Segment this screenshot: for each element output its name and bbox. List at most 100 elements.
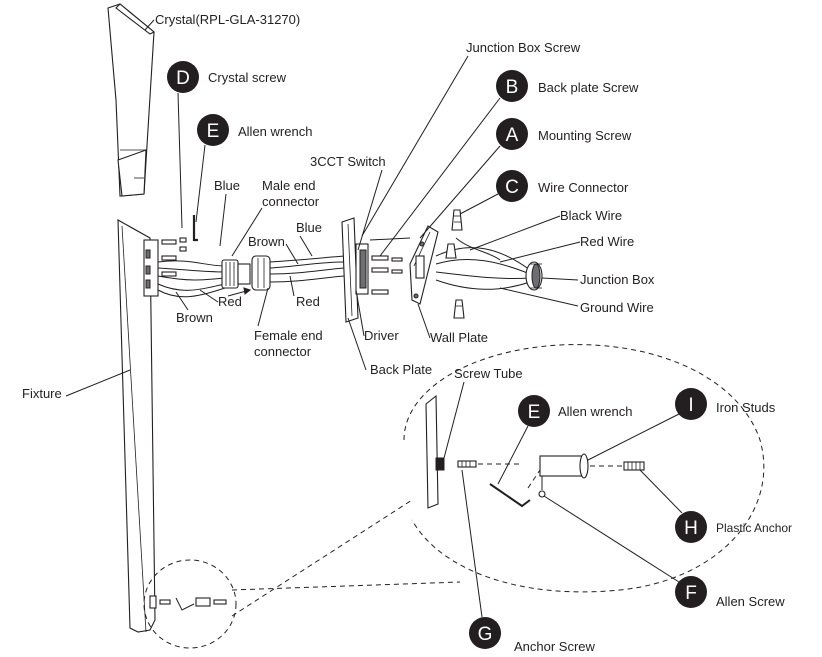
- driver-leader: [355, 289, 365, 337]
- fixture-label: Fixture: [22, 386, 62, 401]
- wall-plate: [409, 225, 439, 305]
- blue-top-label: Blue: [214, 178, 240, 193]
- detail-wall-section: [425, 394, 445, 509]
- anchor-screw-leader: [461, 469, 483, 618]
- svg-text:F: F: [685, 583, 697, 604]
- iron-studs-leader: [587, 413, 680, 461]
- allen-wrench-detail-label: Allen wrench: [558, 404, 632, 419]
- badge-e-top: E: [197, 114, 229, 146]
- iron-studs-part: [538, 453, 622, 498]
- junction-box: [525, 261, 543, 291]
- connector-wires: [269, 255, 345, 283]
- wire-connector-label: Wire Connector: [538, 180, 629, 195]
- ground-wire-label: Ground Wire: [580, 300, 654, 315]
- badge-h: H: [675, 511, 707, 543]
- back-plate-screw-label: Back plate Screw: [538, 80, 639, 95]
- screw-tube-leader: [443, 381, 465, 459]
- brown-mid-label: Brown: [248, 234, 285, 249]
- screw-tube-label: Screw Tube: [454, 366, 523, 381]
- back-plate-label: Back Plate: [370, 362, 432, 377]
- black-wire-leader: [469, 215, 561, 251]
- badge-c: C: [496, 170, 528, 202]
- crystal-shade: [107, 3, 156, 197]
- svg-text:A: A: [506, 125, 519, 146]
- allen-screw-leader: [543, 495, 680, 583]
- allen-wrench-detail-icon: [489, 469, 541, 508]
- direction-arrow: [227, 287, 252, 297]
- badge-d: D: [167, 61, 199, 93]
- blue-mid-label: Blue: [296, 220, 322, 235]
- svg-text:D: D: [176, 68, 190, 89]
- allen-screw-label: Allen Screw: [716, 594, 785, 609]
- svg-text:H: H: [684, 518, 698, 539]
- svg-text:I: I: [688, 395, 693, 416]
- plastic-anchor-leader: [639, 469, 683, 514]
- crystal-label: Crystal(RPL-GLA-31270): [155, 12, 300, 27]
- driver-label: Driver: [364, 328, 399, 343]
- detail-connector-bottom: [231, 499, 413, 617]
- wall-plate-leader: [417, 303, 431, 339]
- badge-g: G: [469, 617, 501, 649]
- allen-wrench-top-leader: [195, 144, 206, 223]
- allen-wrench-top-icon: [192, 215, 198, 242]
- male-end-leader: [231, 207, 263, 257]
- svg-text:E: E: [528, 402, 541, 423]
- svg-text:E: E: [207, 121, 220, 142]
- junction-box-screw-label: Junction Box Screw: [466, 40, 581, 55]
- female-end-connector: [251, 255, 271, 291]
- blue-mid-leader: [299, 235, 313, 257]
- back-plate-leader: [347, 317, 367, 371]
- detail-connector-top: [231, 581, 461, 591]
- fixture-body: [117, 219, 159, 633]
- blue-top-leader: [219, 193, 227, 247]
- iron-studs-label: Iron Studs: [716, 400, 776, 415]
- brown-mid-leader: [285, 243, 299, 265]
- junction-box-screw-leader: [361, 55, 469, 237]
- anchor-screw-label: Anchor Screw: [514, 639, 596, 654]
- svg-text:C: C: [505, 177, 519, 198]
- female-end-leader: [257, 287, 269, 327]
- male-end-connector: [221, 259, 251, 289]
- detail-circle-large: [403, 344, 765, 593]
- red-mid-leader: [289, 275, 295, 297]
- female-end-label-2: connector: [254, 344, 312, 359]
- badge-f: F: [675, 576, 707, 608]
- junction-box-leader: [541, 277, 579, 281]
- fixture-leader: [65, 369, 131, 397]
- badge-a: A: [496, 118, 528, 150]
- svg-text:G: G: [478, 624, 493, 645]
- crystal-screws: [161, 237, 187, 277]
- mounting-screw-leader: [419, 145, 501, 239]
- red-wire-leader: [499, 241, 581, 263]
- anchor-screw-part: [457, 460, 520, 468]
- male-end-label-2: connector: [262, 194, 320, 209]
- mounting-screw-label: Mounting Screw: [538, 128, 632, 143]
- badge-b: B: [496, 70, 528, 102]
- switch-leader: [357, 169, 383, 251]
- svg-text:B: B: [506, 77, 519, 98]
- red-wire-label: Red Wire: [580, 234, 634, 249]
- brown-left-label: Brown: [176, 310, 213, 325]
- junction-box-label: Junction Box: [580, 272, 655, 287]
- crystal-screw-leader: [177, 92, 183, 229]
- back-plate-screw-leader: [379, 97, 501, 257]
- wall-plate-label: Wall Plate: [430, 330, 488, 345]
- brown-left-leader: [175, 291, 189, 311]
- detail-circle-small: [143, 559, 237, 649]
- red-left-label: Red: [218, 294, 242, 309]
- plastic-anchor-label: Plastic Anchor: [716, 521, 792, 535]
- black-wire-label: Black Wire: [560, 208, 622, 223]
- ground-wire-leader: [499, 287, 579, 307]
- back-plate-screws: [369, 237, 411, 295]
- back-plate: [341, 217, 369, 323]
- crystal-screw-label: Crystal screw: [208, 70, 287, 85]
- allen-wrench-top-label: Allen wrench: [238, 124, 312, 139]
- badge-e-detail: E: [518, 395, 550, 427]
- wire-connector-leader: [459, 193, 499, 215]
- plastic-anchor-part: [623, 461, 645, 471]
- switch-label: 3CCT Switch: [310, 154, 386, 169]
- wire-connectors: [445, 209, 465, 319]
- badge-i: I: [675, 388, 707, 420]
- male-end-label-1: Male end: [262, 178, 315, 193]
